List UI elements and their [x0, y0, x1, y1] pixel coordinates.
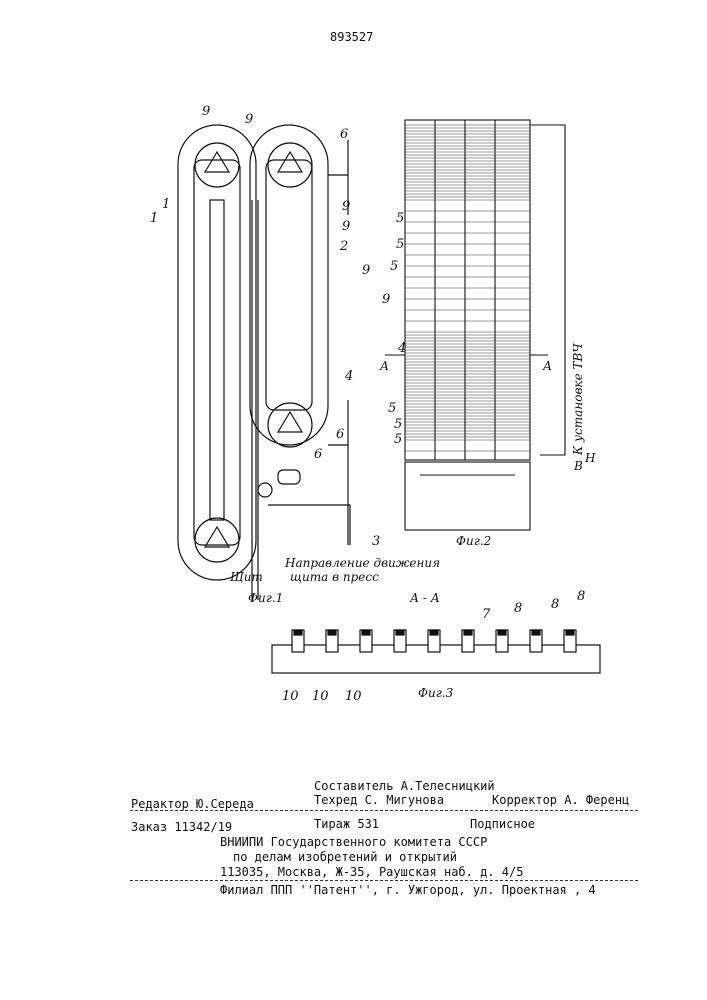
callout-2: 2: [339, 239, 348, 254]
terminal-n: Н: [584, 451, 596, 465]
electrode-cap: [532, 630, 540, 635]
org-line-3: 113035, Москва, Ж-35, Раушская наб. д. 4…: [220, 865, 523, 879]
callout-9: 9: [382, 292, 390, 307]
figure-3: [272, 630, 600, 673]
fig2-hatching: [405, 125, 530, 451]
callout-10: 10: [282, 689, 299, 704]
org-line-2: по делам изобретений и открытий: [233, 850, 457, 864]
callout-9: 9: [202, 104, 210, 119]
callout-5: 5: [396, 211, 404, 226]
callout-8: 8: [514, 601, 522, 616]
callout-5: 5: [388, 401, 396, 416]
editor: Редактор Ю.Середа: [131, 797, 254, 811]
electrode-cap: [362, 630, 370, 635]
fig2-caption: Фиг.2: [456, 534, 491, 548]
divider: [130, 880, 638, 881]
fig1-caption: Фиг.1: [248, 591, 283, 605]
callout-9: 9: [362, 263, 370, 278]
callout-4: 4: [344, 369, 353, 384]
callout-6: 6: [314, 447, 322, 462]
callout-7: 7: [482, 607, 491, 622]
callout-6: 6: [336, 427, 344, 442]
subscription: Подписное: [470, 817, 535, 831]
divider: [130, 810, 638, 811]
direction-label-2: щита в пресс: [290, 570, 379, 584]
callout-8: 8: [577, 589, 585, 604]
org-line-1: ВНИИПИ Государственного комитета СССР: [220, 835, 487, 849]
hf-unit-label: К установке ТВЧ: [571, 343, 585, 456]
terminal-v: В: [573, 459, 583, 473]
section-title: А - А: [409, 591, 440, 605]
callout-5: 5: [394, 432, 402, 447]
electrode-cap: [566, 630, 574, 635]
callout-1: 1: [162, 197, 170, 212]
callout-5: 5: [396, 237, 404, 252]
board-label: Щит: [230, 570, 263, 584]
callout-9: 9: [342, 219, 350, 234]
order: Заказ 11342/19: [131, 820, 232, 834]
electrode-cap: [328, 630, 336, 635]
electrode-cap: [464, 630, 472, 635]
figure-1: [178, 125, 350, 600]
figure-2: [385, 120, 565, 530]
callout-6: 6: [340, 127, 348, 142]
techred: Техред С. Мигунова: [314, 793, 444, 807]
callout-9: 9: [245, 112, 253, 127]
corrector: Корректор А. Ференц: [492, 793, 629, 807]
callout-10: 10: [312, 689, 329, 704]
callout-1: 1: [150, 211, 158, 226]
fig3-caption: Фиг.3: [418, 686, 454, 700]
compiler: Составитель А.Телесницкий: [314, 779, 495, 793]
branch: Филиал ППП ''Патент'', г. Ужгород, ул. П…: [220, 883, 596, 897]
callout-9: 9: [342, 199, 350, 214]
electrode-cap: [294, 630, 302, 635]
callout-8: 8: [551, 597, 559, 612]
electrode-cap: [498, 630, 506, 635]
callout-5: 5: [394, 417, 402, 432]
electrode-cap: [396, 630, 404, 635]
callout-10: 10: [345, 689, 362, 704]
electrode-cap: [430, 630, 438, 635]
callout-4: 4: [397, 341, 406, 356]
section-mark-left: А: [379, 359, 389, 373]
direction-label-1: Направление движения: [284, 556, 440, 570]
callout-3: 3: [372, 534, 380, 549]
callout-5: 5: [390, 259, 398, 274]
section-mark-right: А: [542, 359, 552, 373]
circulation: Тираж 531: [314, 817, 379, 831]
